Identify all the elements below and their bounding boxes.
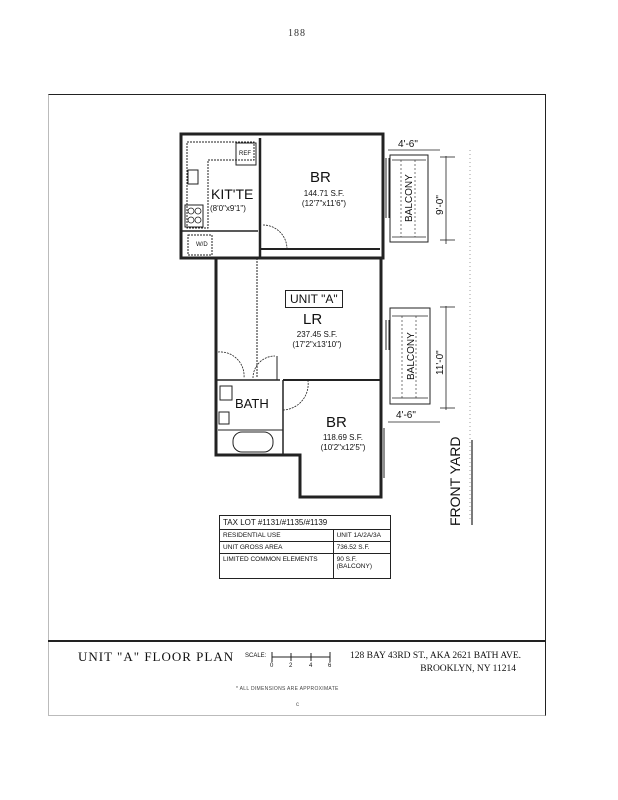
room-dims-br2: (10'2"x12'5")	[320, 443, 366, 452]
tax-lot-header: TAX LOT #1131/#1135/#1139	[219, 515, 391, 530]
scale-tick-2: 2	[289, 663, 293, 669]
address-block: 128 BAY 43RD ST., AKA 2621 BATH AVE. BRO…	[350, 650, 522, 676]
dimensions-note: * ALL DIMENSIONS ARE APPROXIMATE	[236, 686, 339, 692]
room-name-lr: LR	[303, 311, 323, 328]
tax-row-value: 736.52 S.F.	[332, 541, 392, 554]
tax-row-label: RESIDENTIAL USE	[219, 529, 334, 542]
drawing-frame	[48, 94, 546, 716]
balcony-label-1: BALCONY	[404, 174, 415, 222]
room-name-kitchenette: KIT'TE	[211, 186, 254, 202]
tax-lot-table: TAX LOT #1131/#1135/#1139 RESIDENTIAL US…	[219, 515, 392, 579]
tax-row-value-note: (BALCONY)	[336, 563, 373, 570]
tax-row-value: 90 S.F.	[336, 556, 357, 563]
room-name-br1: BR	[310, 169, 331, 186]
tax-row-label: UNIT GROSS AREA	[219, 541, 334, 554]
balcony-length-2: 11'-0"	[435, 350, 446, 375]
plan-title: UNIT "A" FLOOR PLAN	[78, 649, 235, 664]
room-area-br2: 118.69 S.F.	[323, 433, 363, 442]
page-number: 188	[288, 28, 306, 39]
fixture-refrigerator: REF	[239, 151, 251, 157]
room-dims-lr: (17'2"x13'10")	[292, 340, 342, 349]
balcony-label-2: BALCONY	[406, 332, 417, 380]
address-line-2: BROOKLYN, NY 11214	[420, 664, 516, 674]
room-area-br1: 144.71 S.F.	[303, 189, 345, 198]
fixture-washer-dryer: W/D	[196, 242, 208, 248]
tax-row-value: UNIT 1A/2A/3A	[332, 529, 392, 542]
scale-tick-4: 4	[309, 663, 313, 669]
balcony-width-1: 4'-6"	[398, 139, 418, 150]
room-name-bath: BATH	[235, 396, 269, 411]
page-mark: c	[296, 702, 299, 708]
scale-label: SCALE:	[245, 653, 267, 659]
room-dims-kitchenette: (8'0"x9'1")	[210, 204, 246, 213]
room-dims-br1: (12'7"x11'6")	[301, 199, 347, 208]
room-area-lr: 237.45 S.F.	[296, 330, 338, 339]
title-block-divider	[48, 640, 546, 642]
balcony-width-2: 4'-6"	[396, 410, 416, 421]
front-yard-label: FRONT YARD	[447, 436, 463, 526]
scale-tick-6: 6	[328, 663, 332, 669]
scale-tick-0: 0	[270, 663, 274, 669]
balcony-length-1: 9'-0"	[435, 195, 446, 215]
room-name-br2: BR	[326, 414, 347, 431]
address-line-1: 128 BAY 43RD ST., AKA 2621 BATH AVE.	[350, 651, 522, 661]
tax-row-label: LIMITED COMMON ELEMENTS	[219, 553, 334, 579]
tax-row-value-cell: 90 S.F. (BALCONY)	[332, 553, 392, 579]
unit-label: UNIT "A"	[285, 290, 343, 308]
